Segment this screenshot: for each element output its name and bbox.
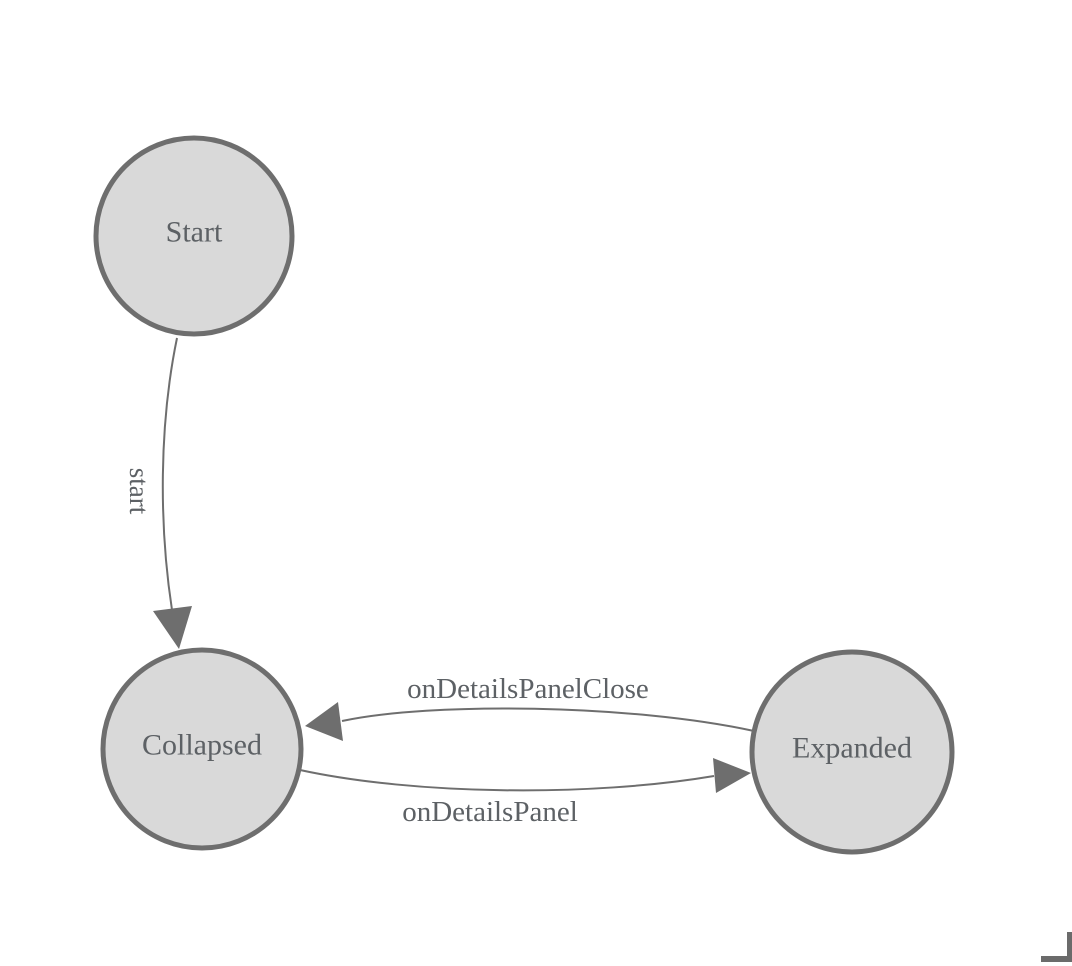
transition-ondetailspanel-line <box>299 769 715 792</box>
transition-ondetailspanelclose-line <box>341 707 755 732</box>
state-node-expanded-label: Expanded <box>792 732 912 765</box>
arrowhead-icon <box>305 702 343 741</box>
panel-corner-border-horizontal <box>1041 956 1072 962</box>
arrowhead-icon <box>713 758 751 793</box>
transition-ondetailspanel: onDetailsPanel <box>299 758 751 828</box>
state-node-collapsed-circle <box>100 647 304 851</box>
state-node-start: Start <box>93 135 295 337</box>
transition-start: start <box>124 337 192 649</box>
state-node-expanded-circle <box>749 649 955 855</box>
state-node-start-label: Start <box>166 216 223 249</box>
panel-corner-border-vertical <box>1067 932 1072 962</box>
state-node-collapsed: Collapsed <box>100 647 304 851</box>
transition-start-label: start <box>124 468 154 515</box>
panel-corner-border <box>1041 932 1072 962</box>
state-node-expanded: Expanded <box>749 649 955 855</box>
transition-ondetailspanel-label: onDetailsPanel <box>402 796 578 828</box>
transition-ondetailspanelclose: onDetailsPanelClose <box>305 673 755 741</box>
state-node-start-circle <box>93 135 295 337</box>
arrowhead-icon <box>153 606 192 649</box>
transition-ondetailspanelclose-label: onDetailsPanelClose <box>407 673 649 705</box>
state-node-collapsed-label: Collapsed <box>142 729 262 762</box>
transition-start-line <box>161 337 178 611</box>
